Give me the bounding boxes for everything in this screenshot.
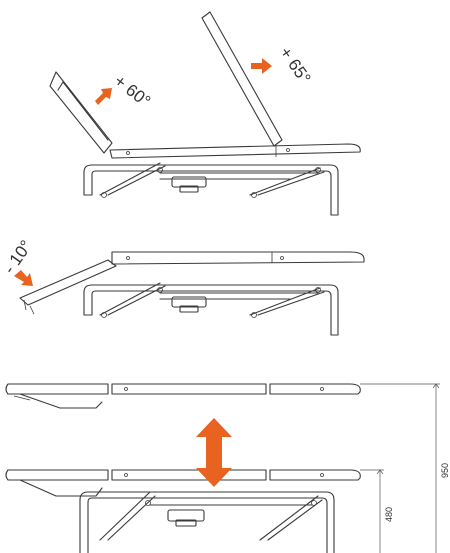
min-height-dimension: 480 [384, 507, 394, 522]
table-head-lowered: - 10° [0, 237, 365, 336]
back-raise-label: + 65° [276, 43, 315, 87]
table-max-height [5, 383, 361, 409]
arrow-up-down-icon [196, 418, 232, 487]
angle-arrow-icon [14, 270, 33, 286]
angle-arrow-icon [95, 88, 112, 105]
head-raise-label: + 60° [111, 71, 155, 111]
table-min-height [5, 469, 361, 553]
table-upright: + 60° + 65° [49, 11, 361, 216]
angle-arrow-icon [251, 58, 272, 74]
head-lower-label: - 10° [0, 237, 36, 277]
dimension-lines [360, 383, 440, 553]
max-height-dimension: 950 [440, 463, 450, 478]
